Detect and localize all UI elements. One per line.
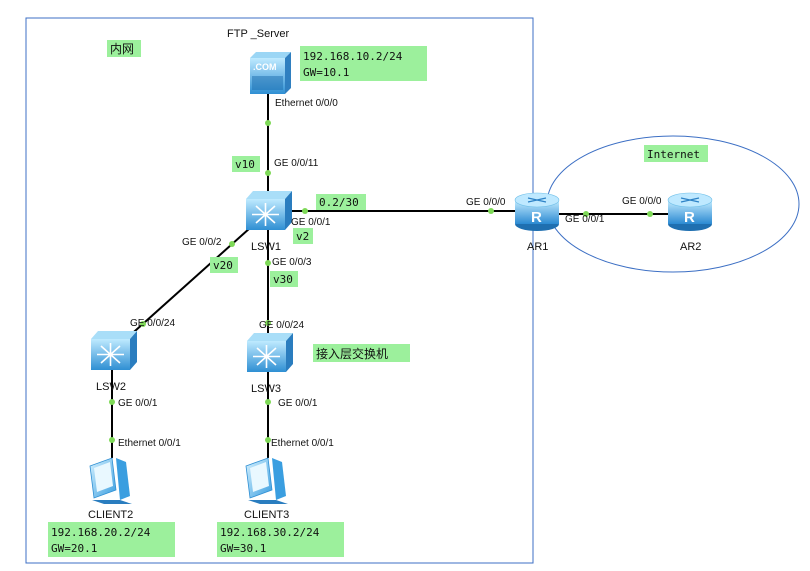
- lsw2-g24-label: GE 0/0/24: [130, 318, 175, 329]
- client3-ip-note: [217, 522, 344, 557]
- lsw1-g11-label: GE 0/0/11: [274, 158, 319, 169]
- ftp-port-label: Ethernet 0/0/0: [275, 98, 338, 109]
- access-layer-label-bg: [313, 344, 410, 362]
- port-dot: [265, 170, 271, 176]
- port-dot: [229, 241, 235, 247]
- ar2-g0-label: GE 0/0/0: [622, 196, 662, 207]
- ar1-g1-label: GE 0/0/1: [565, 214, 605, 225]
- ar1-g0-label: GE 0/0/0: [466, 197, 506, 208]
- lsw1-g3-label: GE 0/0/3: [272, 257, 312, 268]
- link-lsw1-lsw2: [125, 227, 251, 340]
- port-dot: [265, 260, 271, 266]
- access-layer-label: 接入层交换机: [316, 346, 388, 361]
- switch-icon: [246, 191, 292, 230]
- subnet-tag: 0.2/30: [319, 196, 359, 209]
- client2-gw: GW=20.1: [51, 542, 97, 555]
- port-dot: [109, 399, 115, 405]
- subnet-tag-bg: [316, 194, 366, 210]
- port-dot: [265, 437, 271, 443]
- server-icon: .COM: [250, 52, 291, 94]
- lsw2-g1-label: GE 0/0/1: [118, 398, 158, 409]
- lsw2-name: LSW2: [96, 381, 126, 393]
- lsw1-g1-label: GE 0/0/1: [291, 217, 331, 228]
- client3-port-label: Ethernet 0/0/1: [271, 438, 334, 449]
- ftp-gw: GW=10.1: [303, 66, 349, 79]
- switch-icon: [247, 333, 293, 372]
- pc-icon: [245, 457, 288, 504]
- pc-icon: [89, 457, 132, 504]
- svg-text:.COM: .COM: [253, 62, 277, 72]
- ftp-ip-note: [300, 46, 427, 81]
- router-icon: R: [514, 192, 560, 231]
- intranet-boundary: [25, 17, 534, 564]
- v10-tag-bg: [232, 156, 260, 172]
- switch-icon: [91, 331, 137, 370]
- client2-name: CLIENT2: [88, 509, 133, 521]
- ar2-name: AR2: [680, 241, 701, 253]
- port-dot: [583, 211, 589, 217]
- client3-gw: GW=30.1: [220, 542, 266, 555]
- intranet-label-bg: [107, 40, 141, 57]
- port-dot: [647, 211, 653, 217]
- ftp-server-name: FTP _Server: [227, 28, 289, 40]
- v30-tag-bg: [270, 271, 298, 287]
- v2-tag: v2: [296, 230, 309, 243]
- svg-text:R: R: [684, 209, 695, 226]
- client3-ip: 192.168.30.2/24: [220, 526, 320, 539]
- port-dot: [140, 321, 146, 327]
- lsw3-g1-label: GE 0/0/1: [278, 398, 318, 409]
- lsw1-name: LSW1: [251, 241, 281, 253]
- port-dot: [302, 208, 308, 214]
- lsw3-name: LSW3: [251, 383, 281, 395]
- internet-label-bg: [644, 145, 708, 162]
- port-dot: [109, 437, 115, 443]
- internet-label: Internet: [647, 148, 700, 161]
- client3-name: CLIENT3: [244, 509, 289, 521]
- ar1-name: AR1: [527, 241, 548, 253]
- port-dot: [265, 399, 271, 405]
- lsw3-g24-label: GE 0/0/24: [259, 320, 304, 331]
- v20-tag-bg: [210, 257, 238, 273]
- v10-tag: v10: [235, 158, 255, 171]
- ftp-ip: 192.168.10.2/24: [303, 50, 403, 63]
- lsw1-g2-label: GE 0/0/2: [182, 237, 222, 248]
- v30-tag: v30: [273, 273, 293, 286]
- client2-ip: 192.168.20.2/24: [51, 526, 151, 539]
- port-dot: [265, 320, 271, 326]
- client2-port-label: Ethernet 0/0/1: [118, 438, 181, 449]
- client2-ip-note: [48, 522, 175, 557]
- svg-text:R: R: [531, 209, 542, 226]
- router-icon: R: [667, 192, 713, 231]
- v20-tag: v20: [213, 259, 233, 272]
- port-dot: [265, 120, 271, 126]
- intranet-label: 内网: [110, 42, 134, 56]
- v2-tag-bg: [293, 228, 313, 244]
- port-dot: [488, 208, 494, 214]
